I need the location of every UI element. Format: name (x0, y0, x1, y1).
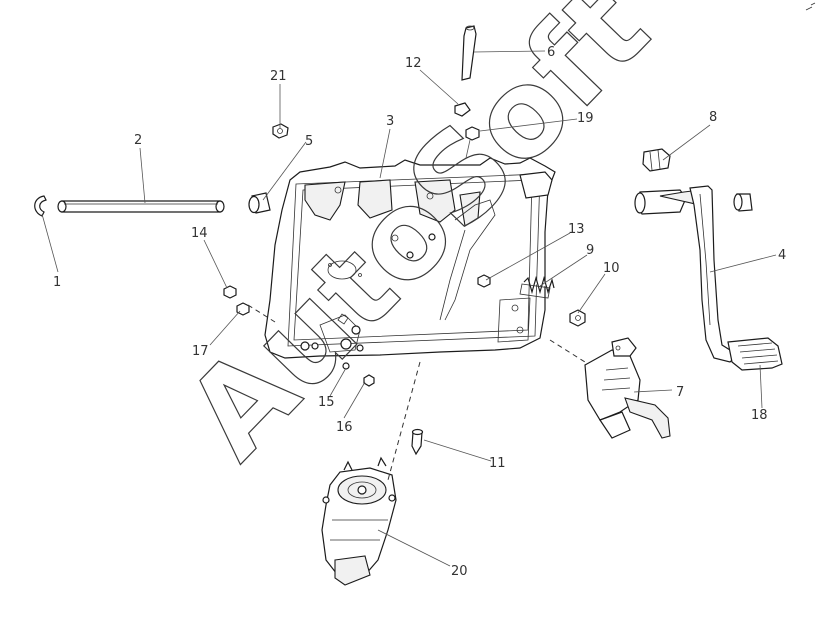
callout-17: 17 (192, 344, 209, 359)
callout-9: 9 (586, 243, 594, 258)
callout-11: 11 (489, 456, 506, 471)
part-6-pin (461, 25, 477, 81)
callout-1: 1 (53, 275, 61, 290)
callout-16: 16 (336, 420, 353, 435)
part-3-pedal-bracket (264, 157, 556, 359)
part-19-nut (465, 126, 480, 141)
callout-4: 4 (778, 248, 786, 263)
part-11-bolt (411, 428, 424, 456)
part-17-nut (236, 302, 250, 316)
part-21-nut (272, 123, 289, 139)
callout-15: 15 (318, 395, 335, 410)
callout-13: 13 (568, 222, 585, 237)
callout-5: 5 (305, 134, 313, 149)
callout-7: 7 (676, 385, 684, 400)
part-8-clip (642, 148, 671, 172)
part-18-pedal-pad (727, 337, 783, 371)
part-12-clip (454, 102, 471, 117)
part-15-nut (342, 362, 350, 370)
callout-14: 14 (191, 226, 208, 241)
part-14-nut (223, 285, 237, 299)
part-10-nut (569, 309, 586, 327)
part-9-spring (519, 275, 555, 299)
part-4-pedal-arm (634, 185, 740, 363)
callout-20: 20 (451, 564, 468, 579)
part-5-bushing (248, 192, 271, 214)
part-13-nut (477, 274, 491, 288)
callout-2: 2 (134, 133, 142, 148)
assembly-centerlines (247, 304, 586, 481)
callout-8: 8 (709, 110, 717, 125)
callout-6: 6 (547, 45, 555, 60)
part-2-shaft (57, 200, 225, 213)
part-1-circlip (34, 195, 47, 217)
callout-21: 21 (270, 69, 287, 84)
callout-3: 3 (386, 114, 394, 129)
callout-labels: 1 2 3 4 5 6 7 8 9 10 11 12 13 14 15 16 1… (53, 45, 786, 579)
corner-mark (805, 2, 816, 11)
callout-19: 19 (577, 111, 594, 126)
part-7-sensor (584, 337, 671, 439)
callout-18: 18 (751, 408, 768, 423)
pedal-right-bushing (733, 193, 753, 212)
callout-10: 10 (603, 261, 620, 276)
leader-lines (41, 50, 777, 567)
callout-12: 12 (405, 56, 422, 71)
part-20-master-cylinder (321, 456, 397, 586)
